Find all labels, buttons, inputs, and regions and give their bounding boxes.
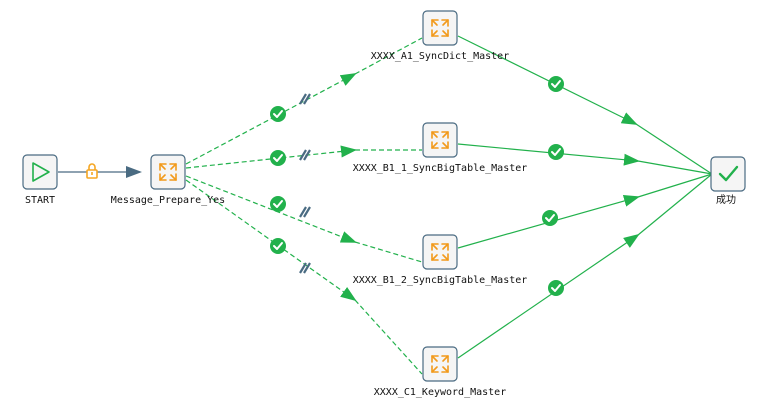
edge-line-tail: [354, 37, 423, 75]
node-b1_2[interactable]: XXXX_B1_2_SyncBigTable_Master: [353, 234, 528, 286]
expand-arrows-icon: [159, 163, 177, 181]
edge-line: [457, 233, 640, 359]
node-box: [22, 154, 58, 190]
edge-line-tail: [637, 173, 713, 236]
expand-arrows-icon: [431, 355, 449, 373]
edge-b1_1-to-success[interactable]: [457, 143, 713, 175]
check-circle-icon: [270, 150, 286, 166]
edge-line: [457, 35, 638, 125]
check-circle-icon: [548, 144, 564, 160]
node-box: [710, 156, 746, 192]
check-circle-icon: [270, 238, 286, 254]
edge-line-tail: [637, 173, 713, 198]
edge-line: [185, 179, 357, 302]
lock-icon: [86, 163, 98, 179]
node-label: Message_Prepare_Yes: [111, 195, 225, 206]
checkmark-icon: [718, 165, 739, 182]
edge-c1-to-success[interactable]: [457, 173, 713, 359]
node-a1[interactable]: XXXX_A1_SyncDict_Master: [371, 10, 509, 62]
node-box: [422, 10, 458, 46]
edge-line: [185, 73, 357, 165]
node-label: XXXX_B1_2_SyncBigTable_Master: [353, 275, 528, 286]
edge-line-tail: [354, 241, 423, 263]
node-label: START: [25, 195, 55, 206]
edge-line-tail: [635, 123, 713, 175]
expand-arrows-icon: [431, 243, 449, 261]
check-circle-icon: [270, 196, 286, 212]
parallel-bars-icon: [299, 93, 311, 105]
check-circle-icon: [548, 76, 564, 92]
check-circle-icon: [542, 210, 558, 226]
check-circle-icon: [270, 106, 286, 122]
node-box: [422, 234, 458, 270]
parallel-bars-icon: [299, 206, 311, 218]
node-box: [422, 346, 458, 382]
badges-layer: [86, 76, 564, 296]
node-c1[interactable]: XXXX_C1_Keyword_Master: [374, 346, 506, 398]
edge-prepare-to-a1[interactable]: [185, 37, 423, 165]
parallel-bars-icon: [299, 262, 311, 274]
node-box: [150, 154, 186, 190]
node-box: [422, 122, 458, 158]
node-label: XXXX_B1_1_SyncBigTable_Master: [353, 163, 528, 174]
expand-arrows-icon: [431, 19, 449, 37]
node-label: 成功: [716, 194, 736, 206]
node-start[interactable]: START: [22, 154, 58, 206]
play-icon: [32, 162, 50, 182]
edge-line: [457, 143, 640, 166]
node-success[interactable]: 成功: [710, 156, 746, 206]
edge-line: [185, 175, 357, 243]
node-label: XXXX_C1_Keyword_Master: [374, 387, 506, 398]
node-b1_1[interactable]: XXXX_B1_1_SyncBigTable_Master: [353, 122, 528, 174]
parallel-bars-icon: [299, 149, 311, 161]
expand-arrows-icon: [431, 131, 449, 149]
edge-a1-to-success[interactable]: [457, 35, 713, 175]
check-circle-icon: [548, 280, 564, 296]
edge-prepare-to-c1[interactable]: [185, 179, 423, 375]
edge-line-tail: [637, 160, 713, 175]
edge-prepare-to-b1_2[interactable]: [185, 175, 423, 263]
node-prepare[interactable]: Message_Prepare_Yes: [111, 154, 225, 206]
edge-b1_2-to-success[interactable]: [457, 173, 713, 249]
edge-line-tail: [354, 299, 423, 375]
node-label: XXXX_A1_SyncDict_Master: [371, 51, 509, 62]
nodes-layer: START Message_Prepare_Yes XXXX_A1_SyncDict…: [22, 10, 746, 398]
